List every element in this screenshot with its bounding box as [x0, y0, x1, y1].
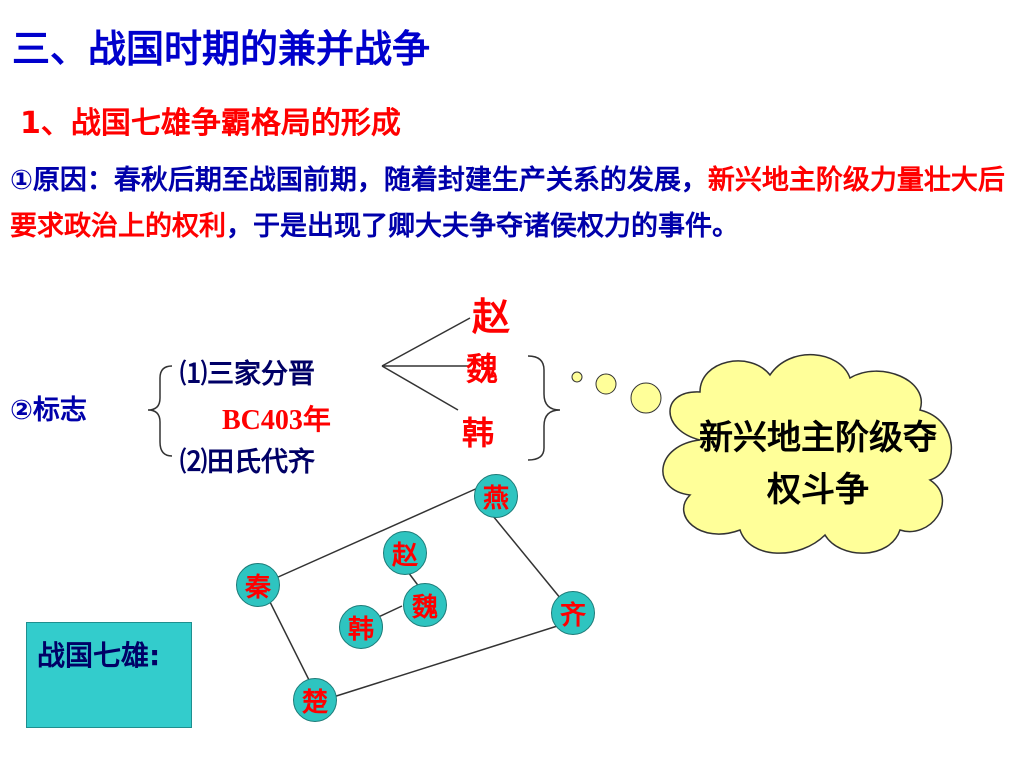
slide-title: 三、战国时期的兼并战争 [12, 27, 431, 71]
state-wei-label: 魏 [466, 350, 499, 388]
thought-cloud [662, 353, 952, 554]
thought-bubble-medium [595, 373, 617, 395]
map-state-wei: 魏 [403, 583, 447, 627]
reason-paragraph: ①原因：春秋后期至战国前期，随着封建生产关系的发展，新兴地主阶级力量壮大后要求政… [10, 158, 1020, 250]
event-tian-replaces-qi: ⑵田氏代齐 [180, 447, 315, 478]
reason-text-highlight: 新兴地主阶级力量壮大后要求政治上的权利 [10, 165, 1005, 242]
state-han-label: 韩 [462, 414, 495, 452]
map-line-qin-chu [267, 597, 315, 691]
reason-text-1: ①原因：春秋后期至战国前期，随着封建生产关系的发展， [10, 165, 708, 196]
map-state-chu: 楚 [293, 678, 337, 722]
thought-bubble-small [571, 371, 583, 383]
map-state-qin: 秦 [236, 563, 280, 607]
map-state-zhao: 赵 [383, 531, 427, 575]
map-line-yan-qin [257, 486, 481, 587]
seven-states-box: 战国七雄: [26, 622, 192, 728]
event-partition-jin: ⑴三家分晋 [180, 359, 315, 390]
marker-label: ②标志 [10, 395, 87, 426]
seven-states-label: 战国七雄: [37, 639, 161, 672]
map-line-chu-qi [329, 621, 571, 699]
section-subtitle: 1、战国七雄争霸格局的形成 [20, 106, 401, 141]
event-year: BC403年 [222, 405, 331, 436]
thought-bubble-large [630, 382, 662, 414]
right-brace [527, 355, 561, 461]
map-state-han: 韩 [339, 605, 383, 649]
map-state-yan: 燕 [474, 474, 518, 518]
map-state-qi: 齐 [551, 591, 595, 635]
state-zhao-label: 赵 [472, 295, 511, 339]
branch-line-zhao [381, 317, 471, 367]
left-brace [147, 365, 173, 457]
cloud-text: 新兴地主阶级夺权斗争 [699, 418, 937, 510]
map-line-yan-qi [483, 504, 571, 611]
reason-text-2: ，于是出现了卿大夫争夺诸侯权力的事件。 [226, 211, 739, 242]
branch-line-han [381, 365, 459, 411]
